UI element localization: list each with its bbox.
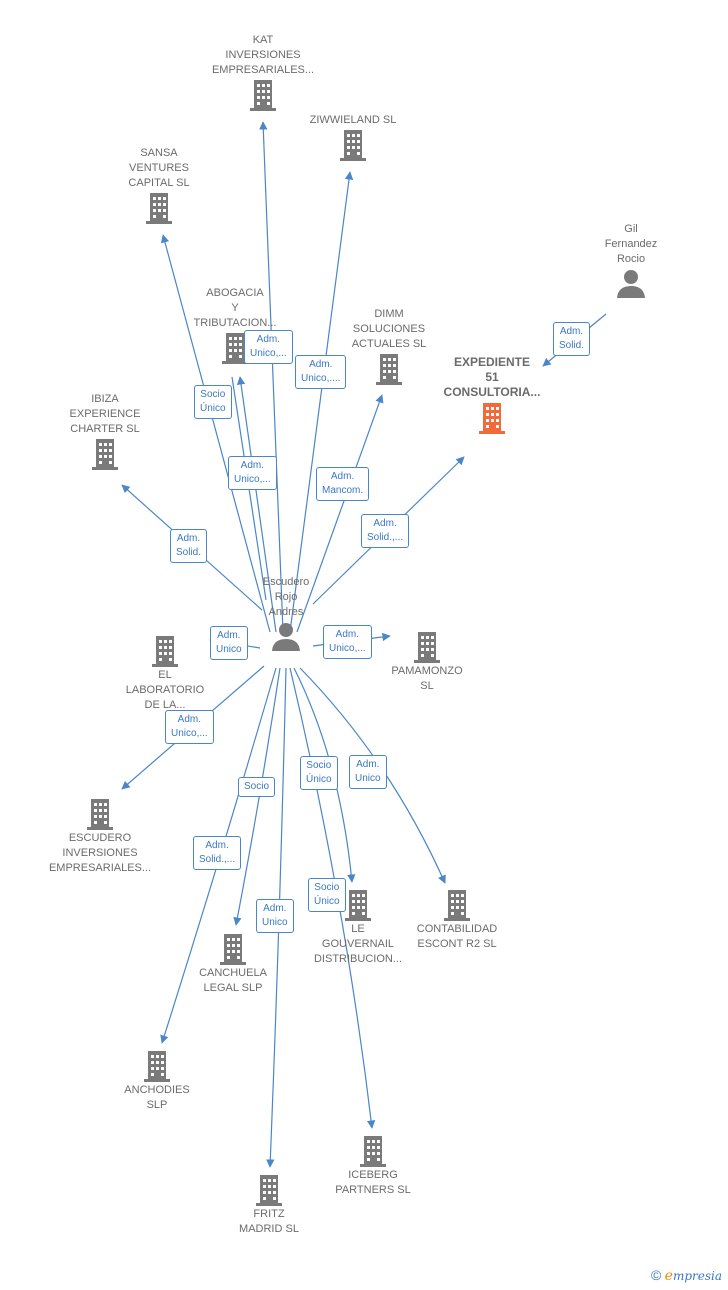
building-icon [146,193,172,224]
building-icon [256,1175,282,1206]
relation-anchodies[interactable]: Adm. Solid.,... [193,836,242,870]
person-escudero-rojo[interactable]: Escudero Rojo Andres [238,575,334,652]
edge-canchuela [233,667,281,926]
company-label: ABOGACIA Y TRIBUTACION... [193,287,277,329]
company-label: CANCHUELA LEGAL SLP [199,967,267,994]
building-icon [414,632,440,663]
company-abogacia[interactable]: ABOGACIA Y TRIBUTACION... [180,286,290,365]
company-label: PAMAMONZO SL [391,665,463,692]
company-label: KAT INVERSIONES EMPRESARIALES... [211,34,315,76]
relation-ibiza[interactable]: Adm. Solid. [170,529,208,563]
company-label: ESCUDERO INVERSIONES EMPRESARIALES... [48,832,152,874]
company-fritz[interactable]: FRITZ MADRID SL [214,1173,324,1237]
relation-gil-expediente[interactable]: Adm. Solid. [553,322,591,356]
person-label: Escudero Rojo Andres [262,576,310,618]
building-icon [250,80,276,111]
building-icon [92,439,118,470]
company-sansa[interactable]: SANSA VENTURES CAPITAL SL [104,146,214,225]
company-label: SANSA VENTURES CAPITAL SL [128,147,190,189]
edge-sansa [160,234,271,633]
relation-contabilidad[interactable]: Adm. Unico [349,755,387,789]
relation-expediente[interactable]: Adm. Solid.,... [361,514,410,548]
company-label: IBIZA EXPERIENCE CHARTER SL [69,393,141,435]
relation-pamamonzo[interactable]: Adm. Unico,... [323,625,372,659]
company-label: EXPEDIENTE 51 CONSULTORIA... [443,355,541,399]
company-label: ANCHODIES SLP [124,1084,190,1111]
company-pamamonzo[interactable]: PAMAMONZO SL [372,630,482,694]
relation-canchuela[interactable]: Socio [238,777,276,797]
relation-laboratorio[interactable]: Adm. Unico [210,626,248,660]
building-icon [444,890,470,921]
company-anchodies[interactable]: ANCHODIES SLP [102,1049,212,1113]
relation-iceberg[interactable]: Socio Único [308,878,346,912]
relation-abogacia-socio[interactable]: Socio Único [194,385,232,419]
person-icon [617,270,645,298]
edge-dimm [296,394,384,633]
company-ziwwieland[interactable]: ZIWWIELAND SL [298,113,408,162]
building-icon [360,1136,386,1167]
building-icon [144,1051,170,1082]
company-label: FRITZ MADRID SL [239,1208,299,1235]
building-icon [479,403,505,434]
company-dimm[interactable]: DIMM SOLUCIONES ACTUALES SL [334,307,444,386]
relation-escudero-inversiones[interactable]: Adm. Unico,... [165,710,214,744]
company-laboratorio[interactable]: EL LABORATORIO DE LA... [110,634,220,713]
company-label: DIMM SOLUCIONES ACTUALES SL [351,308,427,350]
edge-kat [259,121,284,633]
company-label: EL LABORATORIO DE LA... [125,669,205,711]
building-icon [345,890,371,921]
company-ibiza[interactable]: IBIZA EXPERIENCE CHARTER SL [50,392,160,471]
building-icon [152,636,178,667]
company-expediente-focus[interactable]: EXPEDIENTE 51 CONSULTORIA... [426,355,558,436]
building-icon [87,799,113,830]
relation-ziwwieland[interactable]: Adm. Unico,.... [295,355,347,389]
company-label: CONTABILIDAD ESCONT R2 SL [416,923,498,950]
relation-dimm[interactable]: Adm. Mancom. [316,467,370,501]
building-icon [376,354,402,385]
company-contabilidad[interactable]: CONTABILIDAD ESCONT R2 SL [400,888,514,952]
building-icon [340,130,366,161]
relation-fritz[interactable]: Adm. Unico [256,899,294,933]
relation-kat[interactable]: Adm. Unico,... [228,456,277,490]
person-gil-fernandez[interactable]: Gil Fernandez Rocio [581,222,681,299]
company-iceberg[interactable]: ICEBERG PARTNERS SL [318,1134,428,1198]
edge-ziwwieland [289,171,354,633]
company-kat[interactable]: KAT INVERSIONES EMPRESARIALES... [198,33,328,112]
company-canchuela[interactable]: CANCHUELA LEGAL SLP [178,932,288,996]
building-icon [222,333,248,364]
building-icon [220,934,246,965]
company-label: ICEBERG PARTNERS SL [335,1169,411,1196]
company-label: LE GOUVERNAIL DISTRIBUCION... [313,923,402,965]
copyright-symbol: © [650,1267,662,1283]
company-label: ZIWWIELAND SL [309,114,397,126]
company-escudero-inversiones[interactable]: ESCUDERO INVERSIONES EMPRESARIALES... [36,797,164,876]
relation-le-gouvernail[interactable]: Socio Único [300,756,338,790]
empresia-logo: © empresia [650,1267,722,1284]
edge-abogacia-a [236,376,277,633]
person-icon [272,623,300,651]
relation-abogacia-adm[interactable]: Adm. Unico,... [244,330,293,364]
company-le-gouvernail[interactable]: LE GOUVERNAIL DISTRIBUCION... [298,888,418,967]
person-label: Gil Fernandez Rocio [604,223,658,265]
